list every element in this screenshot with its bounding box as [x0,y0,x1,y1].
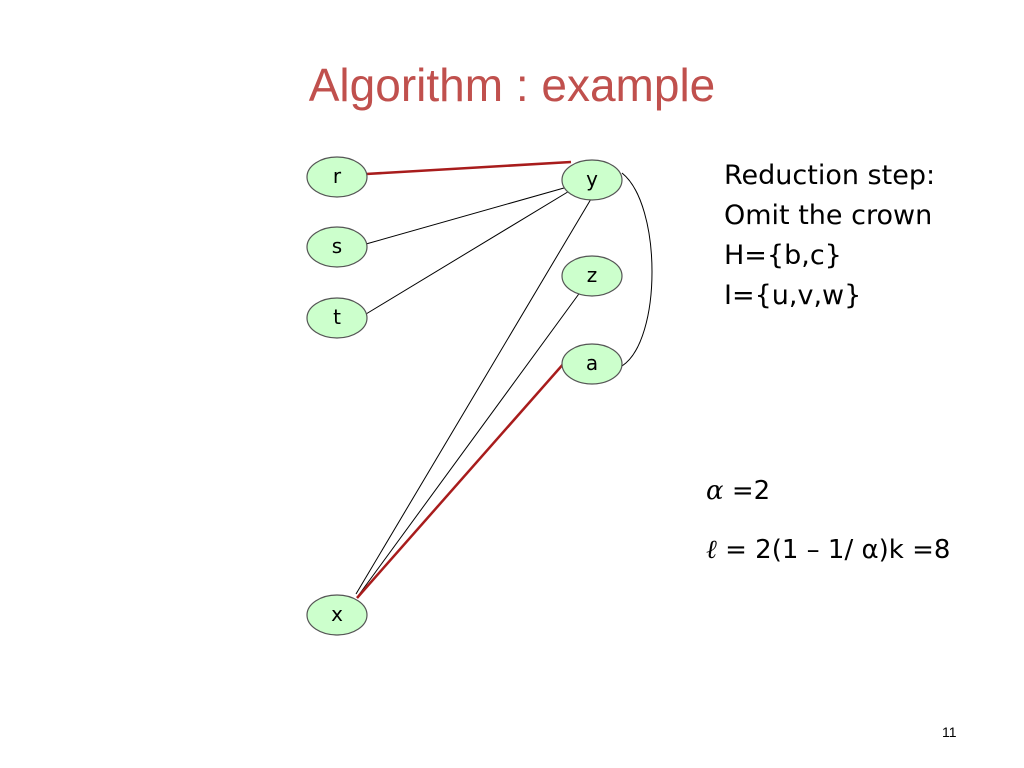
node-x: x [306,594,368,636]
node-y-label: y [586,167,598,191]
edge-x-z [357,290,582,597]
node-t: t [306,297,368,339]
node-r: r [306,156,368,198]
edge-x-a [356,361,566,599]
slide-title: Algorithm : example [308,59,716,111]
node-y: y [561,159,623,201]
ell-formula: ℓ = 2(1 – 1/ α)k =8 [706,535,950,565]
node-a: a [561,343,623,385]
node-s: s [306,226,368,268]
note-line-i-set: I={u,v,w} [724,280,862,311]
node-s-label: s [332,234,342,258]
edge-s-y [365,185,572,245]
node-t-label: t [333,305,341,329]
note-line-h-set: H={b,c} [724,240,842,271]
page-number: 11 [942,724,957,740]
node-z-label: z [587,263,598,287]
alpha-formula: α =2 [706,476,770,506]
edge-x-y [355,198,592,595]
ell-expression: = 2(1 – 1/ α)k =8 [716,535,951,565]
node-x-label: x [331,602,343,626]
edge-t-y [365,189,572,315]
edge-y-a-curve [621,172,653,367]
note-line-reduction-step: Reduction step: [724,160,936,191]
note-line-omit-crown: Omit the crown [724,200,933,231]
alpha-value: =2 [723,476,771,506]
alpha-symbol: α [706,476,724,506]
node-z: z [561,255,623,297]
node-a-label: a [586,351,598,375]
reduction-step-note: Reduction step: Omit the crown H={b,c} I… [724,156,935,316]
node-r-label: r [333,164,342,188]
ell-symbol: ℓ [706,535,717,565]
edge-r-y [365,160,572,176]
